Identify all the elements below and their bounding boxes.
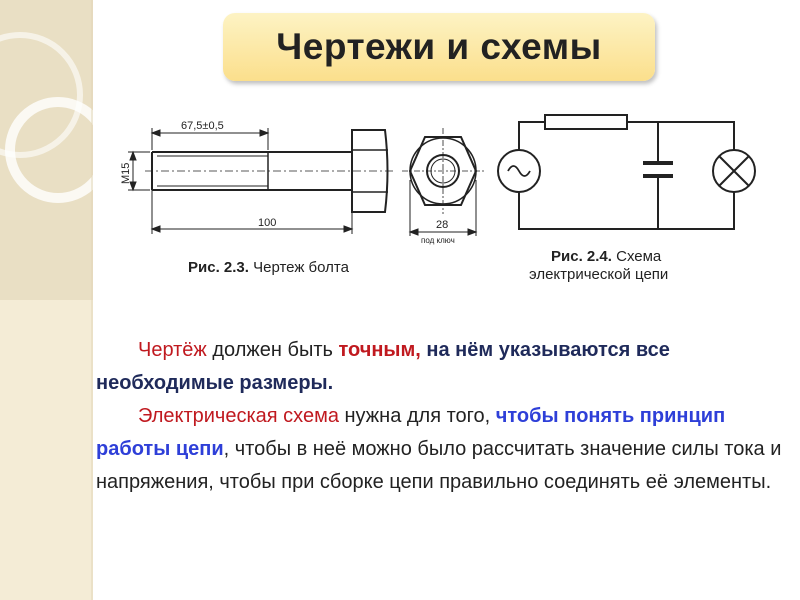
bolt-caption: Рис. 2.3. Чертеж болта xyxy=(188,259,349,277)
slide-title: Чертежи и схемы xyxy=(276,26,602,67)
paragraph-2-emphasis: чтобы понять принцип работы цепи xyxy=(96,405,726,460)
dim-note: под ключ xyxy=(421,236,455,245)
circuit-caption-line-2: электрической цепи xyxy=(529,266,669,283)
term-precise: точным, xyxy=(338,339,421,361)
bolt-caption-number: Рис. 2.3. xyxy=(188,259,249,276)
decorative-circles xyxy=(0,0,93,600)
dim-across-flats: 28 xyxy=(436,219,448,231)
dim-thread-length: 67,5±0,5 xyxy=(181,120,224,132)
circuit-caption-number: Рис. 2.4. xyxy=(551,248,612,265)
circuit-caption-text-1: Схема xyxy=(616,248,662,265)
dim-thread-diameter: M15 xyxy=(120,163,132,184)
paragraph-drawing: Чертёж должен быть точным, на нём указыв… xyxy=(96,334,796,400)
slide-body-text: Чертёж должен быть точным, на нём указыв… xyxy=(96,334,796,499)
paragraph-1-text-a: должен быть xyxy=(206,339,339,361)
bolt-caption-text: Чертеж болта xyxy=(253,259,349,276)
term-circuit: Электрическая схема xyxy=(138,405,339,427)
paragraph-circuit: Электрическая схема нужна для того, чтоб… xyxy=(96,400,796,499)
paragraph-2-text-a: нужна для того, xyxy=(338,405,496,427)
paragraph-1-emphasis: на нём указываются все необходимые разме… xyxy=(96,339,670,394)
circuit-caption-line-1: Рис. 2.4. Схема xyxy=(551,248,661,266)
paragraph-2-text-b: , чтобы в неё можно было рассчитать знач… xyxy=(96,438,782,493)
title-banner: Чертежи и схемы xyxy=(223,13,655,81)
dim-total-length: 100 xyxy=(258,217,276,229)
term-drawing: Чертёж xyxy=(138,339,207,361)
